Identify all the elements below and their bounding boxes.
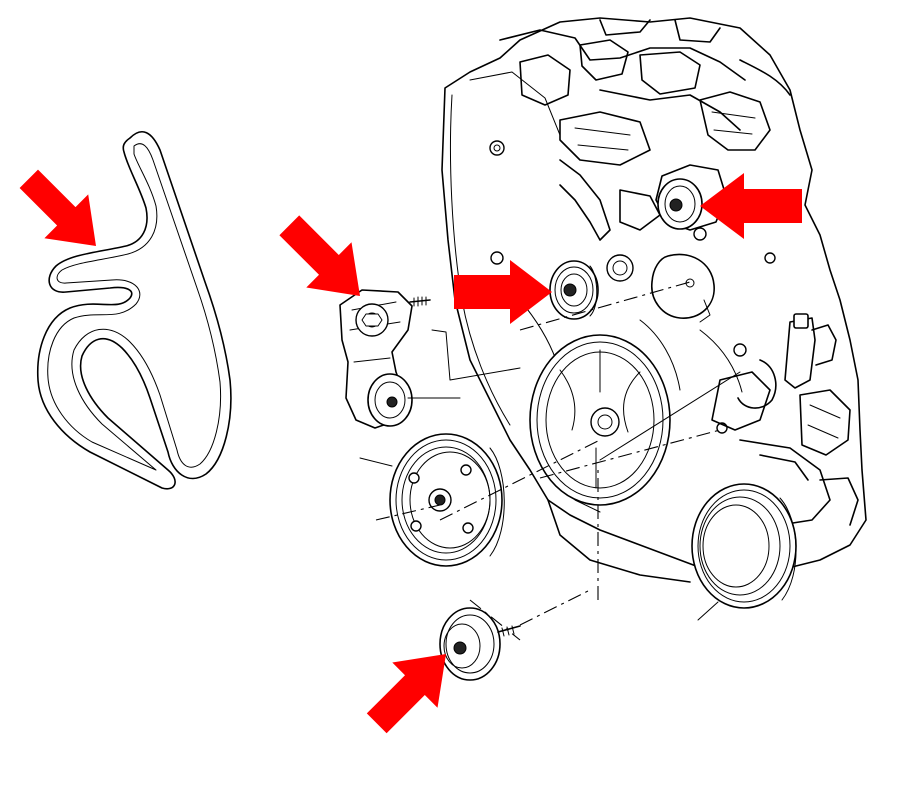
arrow-serpentine-belt <box>19 169 97 246</box>
serpentine-belt <box>36 130 232 490</box>
arrow-idler-pulley-lower <box>366 654 446 734</box>
callout-arrows <box>19 169 802 734</box>
arrow-idler-pulley-top-right <box>700 173 802 239</box>
arrow-idler-pulley-upper <box>454 260 552 324</box>
idler-pulley-upper <box>549 260 599 320</box>
centerlines <box>375 281 741 641</box>
power-steering-pulley <box>359 433 505 567</box>
ac-compressor-pulley <box>691 483 797 621</box>
arrow-belt-tensioner <box>279 215 360 296</box>
belt-tensioner <box>339 289 461 429</box>
idler-pulley-lower <box>439 607 521 681</box>
idler-pulley-top-right <box>655 164 727 231</box>
crankshaft-pulley <box>529 334 671 506</box>
